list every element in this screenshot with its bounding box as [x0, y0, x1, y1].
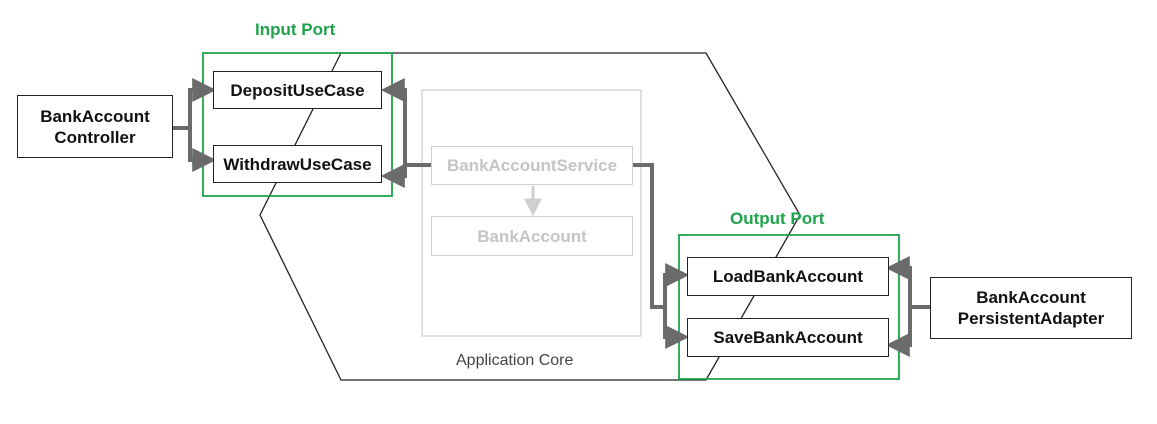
entity-label: BankAccount [477, 226, 587, 246]
output-port-title: Output Port [730, 209, 825, 228]
output-port-border [678, 234, 900, 380]
service-box: BankAccountService [431, 146, 633, 185]
service-label: BankAccountService [446, 156, 618, 175]
hexagon-outline [259, 52, 801, 381]
arrow-controller-to-deposit [173, 78, 217, 130]
deposit-use-case-label: DepositUseCase [230, 80, 365, 100]
withdraw-use-case-box: WithdrawUseCase [213, 145, 382, 183]
persistence-adapter-label: BankAccount PersistentAdapter [957, 288, 1105, 328]
arrow-controller-to-withdraw [188, 128, 217, 172]
withdraw-use-case-label: WithdrawUseCase [223, 154, 372, 174]
application-core-box [421, 89, 642, 337]
deposit-use-case-box: DepositUseCase [213, 71, 382, 109]
arrow-service-to-load [633, 163, 690, 309]
controller-adapter-label: BankAccount Controller [40, 106, 150, 147]
input-port-title: Input Port [255, 20, 336, 39]
arrow-service-to-save [663, 307, 690, 349]
entity-box: BankAccount [431, 216, 633, 256]
arrow-service-to-deposit [380, 78, 431, 167]
arrow-adapter-to-save [885, 307, 912, 357]
arrow-adapter-to-load [885, 256, 930, 309]
load-port-box: LoadBankAccount [687, 257, 889, 296]
save-port-box: SaveBankAccount [687, 318, 889, 357]
controller-adapter-box: BankAccount Controller [17, 95, 173, 158]
application-core-label: Application Core [456, 352, 574, 369]
save-port-label: SaveBankAccount [713, 328, 863, 347]
load-port-label: LoadBankAccount [712, 267, 864, 286]
persistence-adapter-box: BankAccount PersistentAdapter [930, 277, 1132, 339]
arrow-service-to-withdraw [380, 164, 407, 188]
input-port-border [202, 52, 393, 197]
